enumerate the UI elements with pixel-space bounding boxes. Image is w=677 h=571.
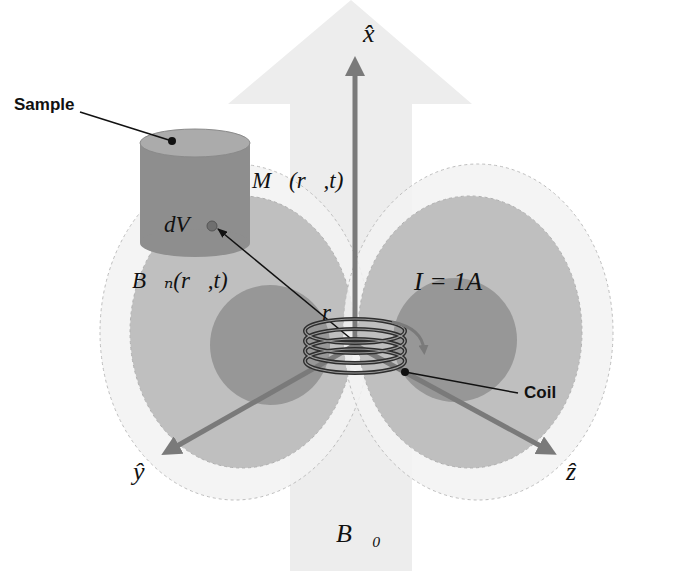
axis-label: ŷ — [133, 458, 145, 487]
vector-label: B⃗ₙ(r⃗,t) — [132, 268, 228, 293]
part-name: Sample — [14, 96, 74, 115]
axis-label: x̂ — [363, 20, 375, 49]
axis-label: ẑ — [566, 458, 576, 487]
leader-dot — [168, 137, 176, 145]
leader-line — [80, 112, 172, 141]
leader-line — [405, 372, 518, 393]
volume-element-dot — [207, 221, 217, 231]
field-label: B⃗₀ — [336, 520, 381, 549]
current-arrow — [392, 322, 424, 350]
vector-label: M⃗(r⃗,t) — [252, 168, 343, 193]
sample-cylinder — [140, 129, 250, 257]
vector-label: r⃗ — [322, 300, 349, 325]
coil — [305, 319, 405, 373]
current-label: I = 1A — [414, 268, 482, 297]
x-axis — [353, 66, 358, 345]
field-lobe-inner — [393, 278, 517, 402]
part-name: Coil — [524, 384, 556, 403]
coil-highlight — [305, 319, 405, 373]
symbol-label: dV — [164, 212, 190, 237]
position-vector — [218, 229, 350, 338]
